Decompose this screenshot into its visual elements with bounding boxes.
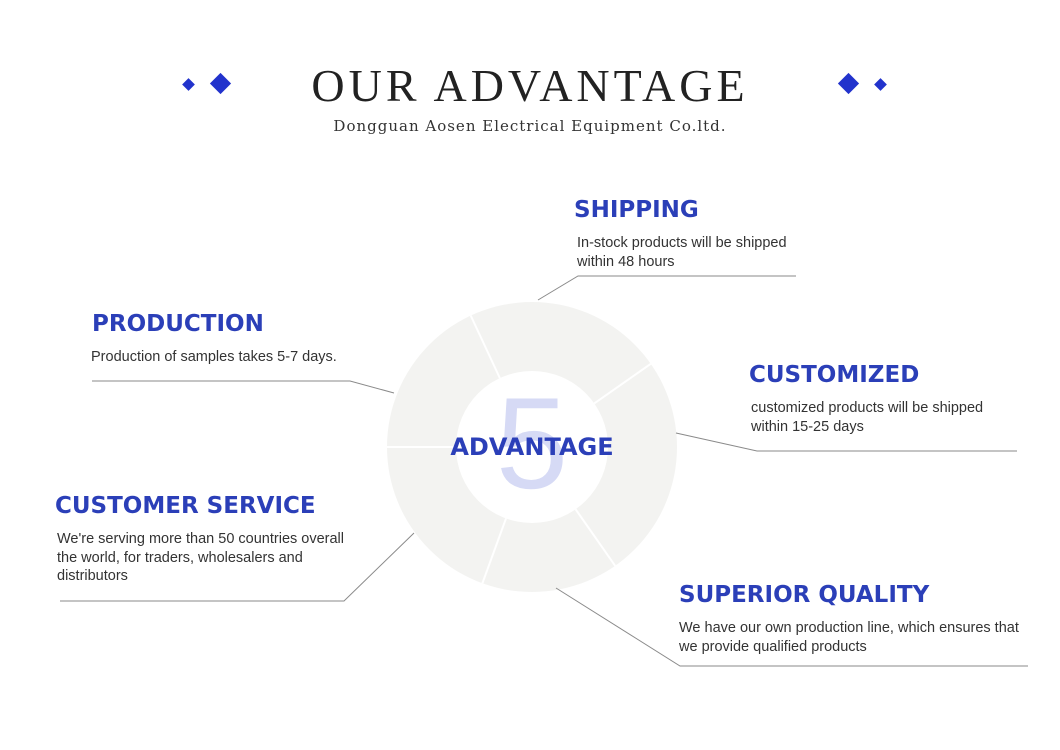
ring-dividers	[387, 315, 652, 584]
connector-superior-quality	[555, 587, 1028, 667]
customized-heading: CUSTOMIZED	[749, 362, 920, 388]
connector-production	[92, 380, 395, 394]
connector-customer-service	[60, 532, 415, 602]
production-description: Production of samples takes 5-7 days.	[91, 349, 337, 365]
superior-quality-description: We have our own production line, which e…	[679, 620, 1019, 655]
customer-service-heading: CUSTOMER SERVICE	[55, 493, 316, 519]
page-title: OUR ADVANTAGE	[311, 60, 749, 111]
superior-quality-heading: SUPERIOR QUALITY	[679, 582, 930, 608]
customized-description: customized products will be shipped with…	[751, 400, 984, 435]
production-heading: PRODUCTION	[92, 311, 264, 337]
company-subtitle: Dongguan Aosen Electrical Equipment Co.l…	[333, 117, 727, 135]
customer-service-description: We're serving more than 50 countries ove…	[57, 531, 344, 584]
shipping-heading: SHIPPING	[574, 197, 699, 223]
big-number-five: 5	[495, 370, 569, 516]
center-label: ADVANTAGE	[450, 433, 614, 461]
shipping-description: In-stock products will be shipped within…	[577, 235, 787, 270]
connector-shipping	[537, 275, 796, 301]
connector-customized	[675, 432, 1017, 452]
inner-circle	[456, 371, 608, 523]
